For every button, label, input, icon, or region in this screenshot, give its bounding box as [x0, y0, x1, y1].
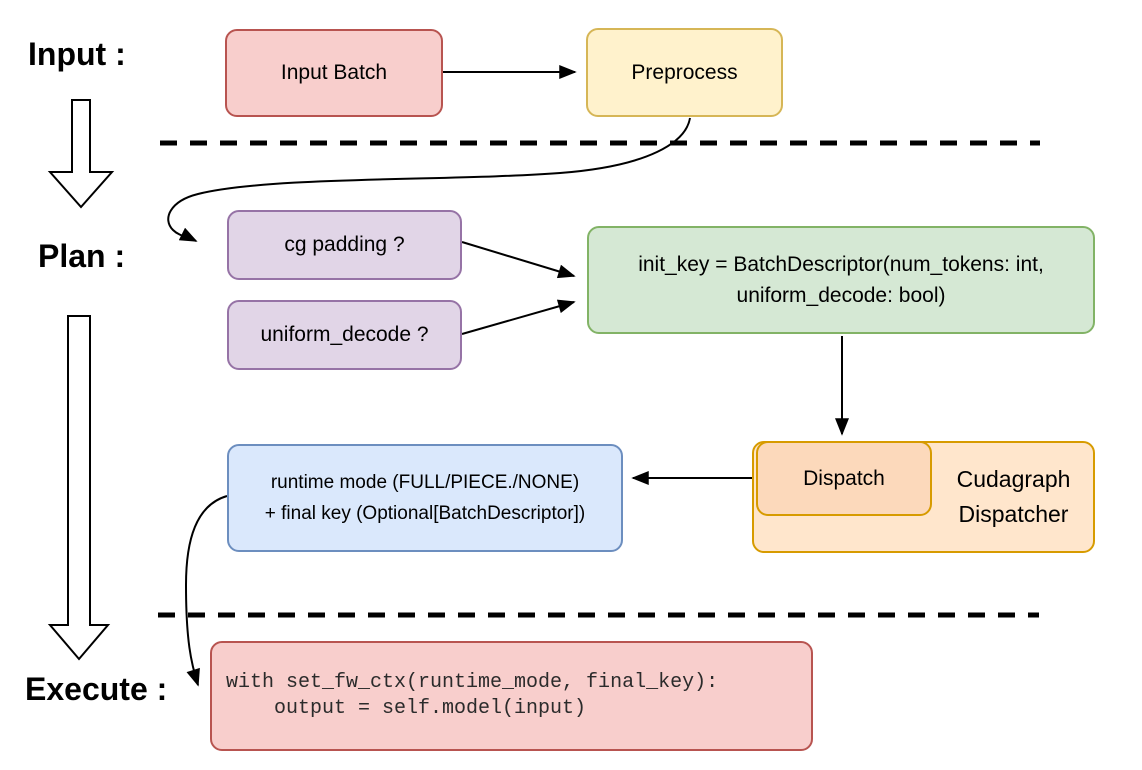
uniform-decode-node: uniform_decode ? [227, 300, 462, 370]
cudagraph-dispatcher-label: Cudagraph Dispatcher [936, 462, 1091, 532]
init-key-line2: uniform_decode: bool) [736, 284, 946, 307]
execute-code-line1: with set_fw_ctx(runtime_mode, final_key)… [226, 671, 719, 694]
init-key-line1: init_key = BatchDescriptor(num_tokens: i… [638, 253, 1044, 276]
runtime-mode-line1: runtime mode (FULL/PIECE./NONE) [270, 472, 580, 493]
cg-padding-label: cg padding ? [284, 233, 405, 257]
execute-code-line2: output = self.model(input) [226, 697, 587, 720]
dispatch-node: Dispatch [756, 441, 932, 516]
plan-stage-label: Plan : [38, 238, 126, 274]
input-batch-label: Input Batch [280, 61, 388, 85]
preprocess-label: Preprocess [631, 60, 738, 84]
runtime-mode-node: runtime mode (FULL/PIECE./NONE) + final … [227, 444, 623, 552]
uniform-decode-label: uniform_decode ? [260, 323, 429, 347]
cudagraph-dispatcher-line1: Cudagraph [956, 466, 1071, 492]
cg-padding-node: cg padding ? [227, 210, 462, 280]
runtime-mode-line2: + final key (Optional[BatchDescriptor]) [264, 503, 586, 524]
stage-arrow-input-to-plan [47, 99, 115, 209]
input-stage-label: Input : [28, 36, 126, 72]
stage-arrow-plan-to-execute [47, 315, 111, 661]
dispatch-label: Dispatch [803, 466, 885, 490]
execute-stage-label: Execute : [25, 671, 168, 707]
init-key-node: init_key = BatchDescriptor(num_tokens: i… [587, 226, 1095, 334]
preprocess-node: Preprocess [586, 28, 783, 117]
arrow-cgpadding-to-initkey [461, 241, 576, 279]
arrow-uniformdecode-to-initkey [461, 299, 576, 335]
cudagraph-dispatcher-line2: Dispatcher [958, 501, 1069, 527]
execute-code-node: with set_fw_ctx(runtime_mode, final_key)… [210, 641, 813, 751]
input-batch-node: Input Batch [225, 29, 443, 117]
